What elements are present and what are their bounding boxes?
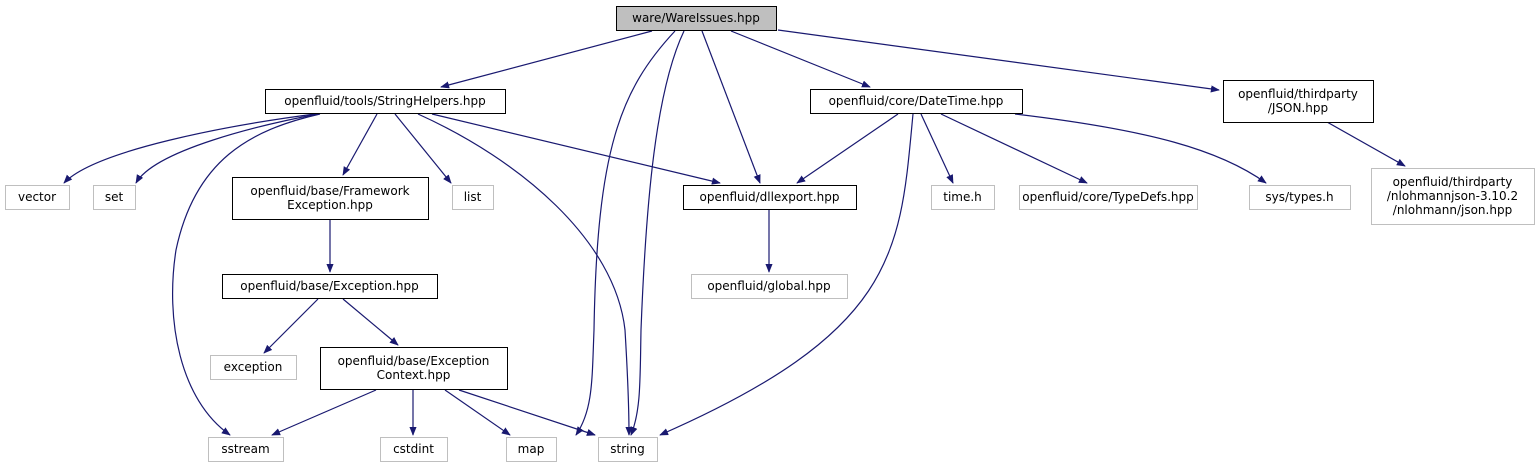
node-box <box>683 185 857 210</box>
node-label: exception <box>224 360 283 374</box>
edge-datetime-to-typedefs <box>940 113 1088 184</box>
node-box <box>691 274 848 299</box>
node-box <box>1223 80 1374 123</box>
node-label: cstdint <box>393 442 434 456</box>
node-label: ware/WareIssues.hpp <box>632 11 760 25</box>
node-json[interactable]: openfluid/thirdparty/JSON.hpp <box>1223 80 1374 123</box>
edge-datetime-to-string <box>659 113 914 436</box>
node-box <box>452 185 494 210</box>
edge-root-to-json <box>777 29 1220 93</box>
edge-stringhelpers-to-dllexport <box>431 113 721 185</box>
node-timeh: time.h <box>931 185 995 210</box>
node-box <box>208 437 284 462</box>
edge-stringhelpers-to-frameworkexception <box>342 113 378 176</box>
node-label: /nlohmannjson-3.10.2 <box>1387 189 1518 203</box>
edge-stringhelpers-to-set <box>135 113 319 184</box>
node-label: openfluid/base/Exception <box>338 354 490 368</box>
node-box <box>222 274 438 299</box>
node-label: openfluid/tools/StringHelpers.hpp <box>284 94 486 108</box>
node-box <box>1019 185 1198 210</box>
node-label: openfluid/core/TypeDefs.hpp <box>1022 190 1193 204</box>
edge-datetime-to-timeh <box>920 113 954 184</box>
node-vector: vector <box>5 185 70 210</box>
node-nlohmann: openfluid/thirdparty/nlohmannjson-3.10.2… <box>1371 168 1535 225</box>
node-label: sys/types.h <box>1265 190 1333 204</box>
node-label: string <box>610 442 644 456</box>
edge-root-to-datetime <box>730 30 871 88</box>
node-box <box>380 437 448 462</box>
node-label: time.h <box>943 190 982 204</box>
node-global: openfluid/global.hpp <box>691 274 848 299</box>
node-box <box>5 185 70 210</box>
node-exception_hpp[interactable]: openfluid/base/Exception.hpp <box>222 274 438 299</box>
node-dllexport[interactable]: openfluid/dllexport.hpp <box>683 185 857 210</box>
edge-datetime-to-dllexport <box>796 113 899 184</box>
node-map: map <box>506 437 557 462</box>
edge-root-to-stringhelpers <box>440 30 653 89</box>
edge-json-to-nlohmann <box>1326 121 1406 167</box>
node-label: Context.hpp <box>377 368 451 382</box>
node-label: openfluid/thirdparty <box>1238 87 1358 101</box>
node-label: openfluid/dllexport.hpp <box>700 190 840 204</box>
node-list: list <box>452 185 494 210</box>
node-box <box>232 177 429 220</box>
node-label: openfluid/global.hpp <box>707 279 830 293</box>
nodes-layer: ware/WareIssues.hpp openfluid/tools/Strin… <box>5 6 1535 462</box>
node-label: openfluid/core/DateTime.hpp <box>829 94 1004 108</box>
node-box <box>265 89 506 114</box>
edge-datetime-to-systypes <box>1014 113 1267 184</box>
node-string: string <box>598 437 658 462</box>
node-label: openfluid/base/Exception.hpp <box>240 279 418 293</box>
node-box <box>506 437 557 462</box>
node-box <box>931 185 995 210</box>
edges-layer <box>63 29 1406 436</box>
node-label: /nlohmann/json.hpp <box>1393 203 1512 217</box>
edge-exception_hpp-to-exceptioncontext <box>342 298 399 346</box>
edge-root-to-map <box>575 30 676 436</box>
node-datetime[interactable]: openfluid/core/DateTime.hpp <box>810 89 1023 114</box>
edge-root-to-dllexport <box>701 30 761 184</box>
node-label: Exception.hpp <box>287 198 373 212</box>
node-sstream: sstream <box>208 437 284 462</box>
node-box <box>616 6 777 31</box>
node-label: /JSON.hpp <box>1268 101 1328 115</box>
node-box <box>1371 168 1535 225</box>
node-box <box>1249 185 1351 210</box>
node-label: list <box>464 190 482 204</box>
node-box <box>93 185 136 210</box>
edge-exceptioncontext-to-sstream <box>271 389 377 436</box>
node-box <box>810 89 1023 114</box>
node-box <box>210 355 297 380</box>
node-label: set <box>105 190 124 204</box>
edge-exceptioncontext-to-string <box>458 389 596 436</box>
edge-root-to-string <box>630 30 685 436</box>
node-root[interactable]: ware/WareIssues.hpp <box>616 6 777 31</box>
edge-stringhelpers-to-vector <box>63 113 316 184</box>
node-box <box>320 347 508 390</box>
node-label: map <box>518 442 545 456</box>
node-cstdint: cstdint <box>380 437 448 462</box>
node-stringhelpers[interactable]: openfluid/tools/StringHelpers.hpp <box>265 89 506 114</box>
node-label: openfluid/thirdparty <box>1393 175 1513 189</box>
edge-stringhelpers-to-string <box>417 113 633 436</box>
edge-stringhelpers-to-sstream <box>171 113 321 436</box>
node-box <box>598 437 658 462</box>
node-label: openfluid/base/Framework <box>250 184 409 198</box>
node-systypes: sys/types.h <box>1249 185 1351 210</box>
edge-exceptioncontext-to-map <box>444 389 511 436</box>
node-exception: exception <box>210 355 297 380</box>
edge-exception_hpp-to-exception <box>263 298 319 354</box>
node-label: sstream <box>221 442 269 456</box>
node-set: set <box>93 185 136 210</box>
node-label: vector <box>18 190 56 204</box>
node-typedefs: openfluid/core/TypeDefs.hpp <box>1019 185 1198 210</box>
edge-stringhelpers-to-list <box>394 113 452 184</box>
